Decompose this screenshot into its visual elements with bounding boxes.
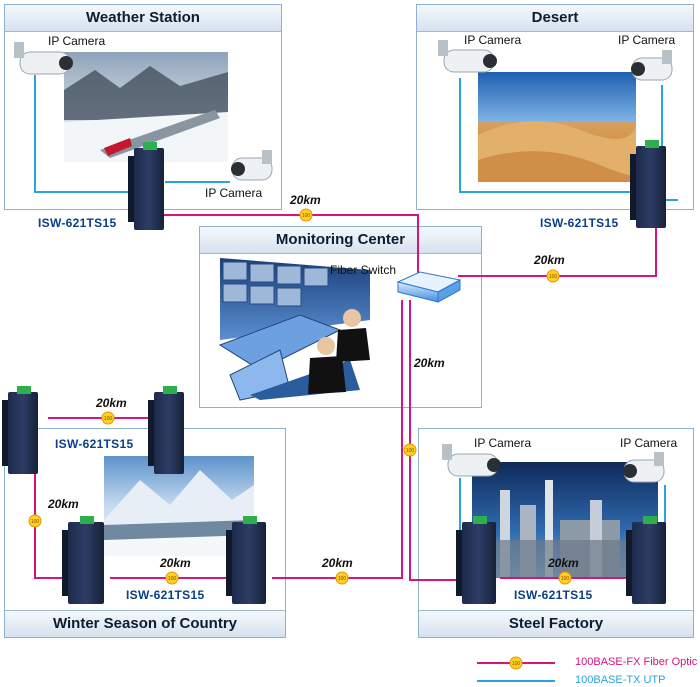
distance-desert-center: 20km: [534, 253, 565, 267]
monitoring-room-illustration: [218, 258, 370, 401]
badge-factory-bottom: 100: [558, 571, 572, 585]
distance-winter-center: 20km: [322, 556, 353, 570]
winter-train-photo: [64, 52, 228, 162]
badge-label: 100: [168, 576, 177, 582]
factory-camera-1-label: IP Camera: [474, 436, 532, 450]
winter-switch-model-bottom: ISW-621TS15: [126, 588, 205, 602]
badge-label: 100: [104, 416, 113, 422]
ip-camera-icon: [231, 150, 273, 181]
industrial-switch-icon: [456, 516, 496, 604]
badge-winter-top: 100: [101, 411, 115, 425]
badge-desert-center: 100: [546, 269, 560, 283]
legend-badge-label: 100: [512, 661, 521, 667]
steel-factory-title: Steel Factory: [419, 610, 693, 637]
weather-switch-model: ISW-621TS15: [38, 216, 117, 230]
distance-winter-bottom: 20km: [160, 556, 191, 570]
desert-switch-model: ISW-621TS15: [540, 216, 619, 230]
industrial-switch-icon: [148, 386, 184, 474]
industrial-switch-icon: [62, 516, 104, 604]
factory-camera-2-label: IP Camera: [620, 436, 678, 450]
distance-winter-top: 20km: [96, 396, 127, 410]
industrial-switch-icon: [128, 142, 164, 230]
weather-camera-2-label: IP Camera: [205, 186, 263, 200]
ip-camera-icon: [14, 42, 73, 75]
badge-center-factory: 100: [403, 443, 417, 457]
fiber-switch-label: Fiber Switch: [330, 263, 397, 277]
badge-label: 100: [406, 448, 415, 454]
fiber-switch-icon: [396, 271, 462, 303]
badge-winter-bottom: 100: [165, 571, 179, 585]
distance-weather-center: 20km: [290, 193, 321, 207]
winter-switch-model-top: ISW-621TS15: [55, 437, 134, 451]
desert-title: Desert: [417, 5, 693, 32]
distance-center-factory: 20km: [414, 356, 445, 370]
ip-camera-icon: [631, 50, 673, 81]
fiber-badges: 100 100 100 100 100 100 100 100: [28, 208, 572, 585]
ip-camera-icon: [438, 40, 497, 73]
badge-label: 100: [338, 576, 347, 582]
legend-utp-label: 100BASE-TX UTP: [575, 674, 666, 686]
badge-winter-vertical: 100: [28, 514, 42, 528]
badge-weather-center: 100: [299, 208, 313, 222]
desert-camera-2-label: IP Camera: [618, 33, 676, 47]
industrial-switch-icon: [626, 516, 666, 604]
monitoring-center-title: Monitoring Center: [200, 227, 481, 254]
distance-factory-bottom: 20km: [548, 556, 579, 570]
legend: 100: [477, 656, 555, 682]
ip-camera-icon: [623, 452, 665, 483]
badge-winter-center: 100: [335, 571, 349, 585]
factory-switch-model: ISW-621TS15: [514, 588, 593, 602]
weather-station-title: Weather Station: [5, 5, 281, 32]
weather-camera-1-label: IP Camera: [48, 34, 106, 48]
winter-season-title: Winter Season of Country: [5, 610, 285, 637]
ip-camera-icon: [442, 444, 501, 477]
desert-camera-1-label: IP Camera: [464, 33, 522, 47]
distance-winter-vertical: 20km: [48, 497, 79, 511]
industrial-switch-icon: [2, 386, 38, 474]
badge-label: 100: [561, 576, 570, 582]
industrial-switch-icon: [630, 140, 666, 228]
badge-label: 100: [549, 274, 558, 280]
badge-label: 100: [31, 519, 40, 525]
legend-fiber-label: 100BASE-FX Fiber Optic: [575, 656, 698, 668]
industrial-switch-icon: [226, 516, 266, 604]
desert-dunes-photo: [478, 72, 643, 182]
badge-label: 100: [302, 213, 311, 219]
